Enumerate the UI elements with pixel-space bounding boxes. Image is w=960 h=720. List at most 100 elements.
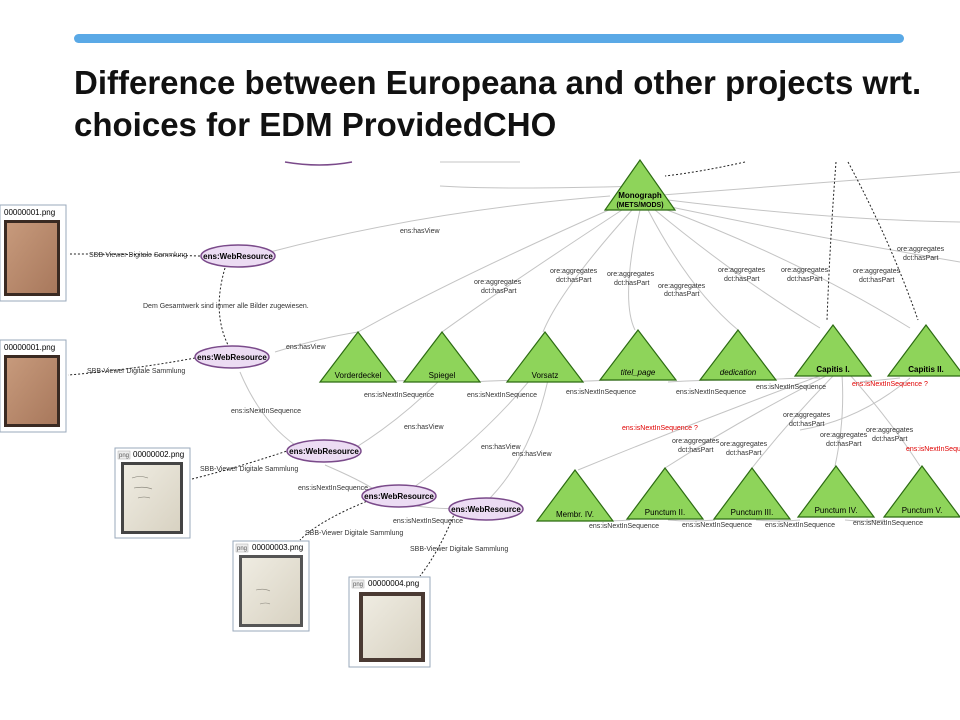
image-file-3[interactable]: png 00000002.png	[114, 447, 191, 539]
lbl-hasview-4: ens:hasView	[481, 444, 522, 451]
lbl-agg-13: ore:aggregates	[866, 427, 914, 434]
lbl-next-q-3: ens:isNextInSequence ?	[906, 446, 960, 453]
web-resource-4[interactable]: ens:WebResource	[361, 484, 437, 508]
lbl-next-6: ens:isNextInSequence	[566, 389, 636, 396]
web-resource-2[interactable]: ens:WebResource	[194, 345, 270, 369]
image-file-2-name: 00000001.png	[4, 343, 55, 352]
svg-text:Punctum II.: Punctum II.	[645, 508, 685, 517]
lbl-next-3: ens:isNextInSequence	[393, 518, 463, 525]
image-file-5-name: 00000004.png	[368, 579, 419, 588]
lbl-agg-12: ore:aggregates	[820, 432, 868, 439]
triangle-titel-page[interactable]: titel_page	[598, 329, 678, 381]
svg-text:Punctum V.: Punctum V.	[902, 506, 943, 515]
lbl-part-5: dct:hasPart	[724, 276, 759, 283]
svg-text:png: png	[119, 453, 129, 459]
triangle-punctum-5[interactable]: Punctum V.	[882, 464, 960, 518]
lbl-next-q-2: ens:isNextInSequence ?	[622, 425, 698, 432]
lbl-sbb-1: SBB-Viewer Digitale Sammlung	[89, 252, 187, 259]
lbl-sbb-5: SBB-Viewer Digitale Sammlung	[410, 546, 508, 553]
triangle-capitis-1[interactable]: Capitis I.	[793, 323, 873, 377]
lbl-part-10: dct:hasPart	[726, 450, 761, 457]
svg-text:Vorderdeckel: Vorderdeckel	[335, 371, 382, 380]
lbl-part-3: dct:hasPart	[614, 280, 649, 287]
page-thumbnail	[124, 465, 180, 531]
triangle-vorderdeckel[interactable]: Vorderdeckel	[318, 331, 398, 383]
lbl-next-1: ens:isNextInSequence	[231, 408, 301, 415]
svg-text:dedication: dedication	[720, 368, 757, 377]
image-file-3-name: 00000002.png	[133, 450, 184, 459]
triangle-punctum-4[interactable]: Punctum IV.	[796, 464, 876, 518]
lbl-next-q-1: ens:isNextInSequence ?	[852, 381, 928, 388]
partial-node-top	[284, 161, 353, 166]
svg-text:ens:WebResource: ens:WebResource	[203, 252, 273, 261]
part-edges	[357, 171, 960, 333]
triangle-punctum-3[interactable]: Punctum III.	[712, 466, 792, 520]
lbl-part-6: dct:hasPart	[787, 276, 822, 283]
svg-text:ens:WebResource: ens:WebResource	[289, 447, 359, 456]
image-file-1-name: 00000001.png	[4, 208, 55, 217]
svg-text:Spiegel: Spiegel	[429, 371, 456, 380]
page-thumbnail	[7, 358, 57, 424]
svg-text:Capitis II.: Capitis II.	[908, 365, 944, 374]
web-resource-1[interactable]: ens:WebResource	[200, 244, 276, 268]
monograph-sublabel: (METS/MODS)	[616, 202, 663, 209]
lbl-part-12: dct:hasPart	[826, 441, 861, 448]
lbl-next-9: ens:isNextInSequence	[589, 523, 659, 530]
lbl-sbb-4: SBB-Viewer Digitale Sammlung	[305, 530, 403, 537]
web-resource-5[interactable]: ens:WebResource	[448, 497, 524, 521]
svg-text:ens:WebResource: ens:WebResource	[197, 353, 267, 362]
image-file-1[interactable]: 00000001.png	[0, 204, 67, 302]
lbl-hasview-1: ens:hasView	[400, 228, 441, 235]
svg-text:ens:WebResource: ens:WebResource	[364, 492, 434, 501]
lbl-agg-6: ore:aggregates	[781, 267, 829, 274]
monograph-label: Monograph	[618, 191, 662, 200]
lbl-agg-1: ore:aggregates	[474, 279, 522, 286]
lbl-next-11: ens:isNextInSequence	[765, 522, 835, 529]
lbl-hasview-2: ens:hasView	[286, 344, 327, 351]
triangle-punctum-2[interactable]: Punctum II.	[625, 466, 705, 520]
lbl-agg-9: ore:aggregates	[672, 438, 720, 445]
sub-part-edges	[577, 374, 921, 471]
page-thumbnail	[363, 596, 421, 658]
svg-text:Punctum III.: Punctum III.	[731, 508, 774, 517]
lbl-sbb-3: SBB-Viewer Digitale Sammlung	[200, 466, 298, 473]
accent-bar	[74, 34, 904, 43]
lbl-agg-4: ore:aggregates	[658, 283, 706, 290]
lbl-gesamtwerk: Dem Gesamtwerk sind immer alle Bilder zu…	[143, 303, 309, 310]
edge-labels: ens:hasView SBB-Viewer Digitale Sammlung…	[87, 228, 960, 553]
dotted-arrows	[67, 161, 919, 577]
lbl-part-13: dct:hasPart	[872, 436, 907, 443]
monograph-node[interactable]: Monograph (METS/MODS)	[603, 158, 677, 211]
lbl-hasview-5: ens:hasView	[512, 451, 553, 458]
lbl-next-12: ens:isNextInSequence	[853, 520, 923, 527]
svg-text:Vorsatz: Vorsatz	[532, 371, 559, 380]
lbl-part-1: dct:hasPart	[481, 288, 516, 295]
svg-text:Capitis I.: Capitis I.	[816, 365, 849, 374]
triangle-membr-4[interactable]: Membr. IV.	[535, 468, 615, 522]
lbl-part-7: dct:hasPart	[859, 277, 894, 284]
triangle-capitis-2[interactable]: Capitis II.	[886, 323, 960, 377]
image-file-5[interactable]: png 00000004.png	[348, 576, 431, 668]
lbl-next-4: ens:isNextInSequence	[364, 392, 434, 399]
triangle-dedication[interactable]: dedication	[698, 329, 778, 381]
svg-text:png: png	[353, 582, 363, 588]
lbl-part-8: dct:hasPart	[903, 255, 938, 262]
lbl-next-5: ens:isNextInSequence	[467, 392, 537, 399]
lbl-agg-7: ore:aggregates	[853, 268, 901, 275]
page-thumbnail	[7, 223, 57, 293]
lbl-sbb-2: SBB-Viewer Digitale Sammlung	[87, 368, 185, 375]
web-resource-3[interactable]: ens:WebResource	[286, 439, 362, 463]
image-file-4[interactable]: png 00000003.png	[232, 540, 310, 632]
lbl-agg-11: ore:aggregates	[783, 412, 831, 419]
triangle-spiegel[interactable]: Spiegel	[402, 331, 482, 383]
lbl-agg-2: ore:aggregates	[550, 268, 598, 275]
lbl-agg-10: ore:aggregates	[720, 441, 768, 448]
image-file-2[interactable]: 00000001.png	[0, 339, 67, 433]
svg-text:Membr. IV.: Membr. IV.	[556, 510, 594, 519]
slide-title: Difference between Europeana and other p…	[74, 64, 922, 143]
lbl-part-2: dct:hasPart	[556, 277, 591, 284]
lbl-agg-8: ore:aggregates	[897, 246, 945, 253]
lbl-hasview-3: ens:hasView	[404, 424, 445, 431]
image-file-4-name: 00000003.png	[252, 543, 303, 552]
triangle-vorsatz[interactable]: Vorsatz	[505, 331, 585, 383]
